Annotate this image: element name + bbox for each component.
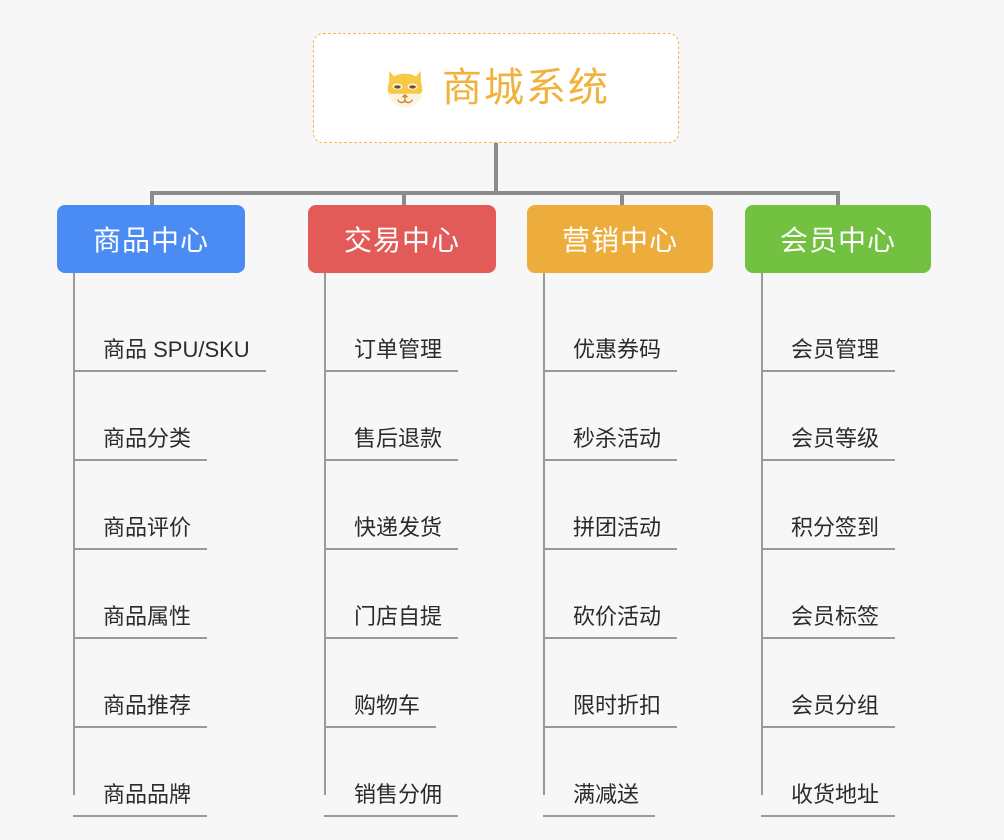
leaf-label: 砍价活动 <box>543 606 678 639</box>
branch-product-center: 商品中心 商品 SPU/SKU 商品分类 商品评价 商品属性 商品推荐 商品品牌 <box>57 205 307 817</box>
leaf-label: 商品推荐 <box>73 695 208 728</box>
leaf-item[interactable]: 快递发货 <box>308 461 526 550</box>
leaf-item[interactable]: 订单管理 <box>308 283 526 372</box>
leaf-item[interactable]: 商品分类 <box>57 372 307 461</box>
leaf-label: 订单管理 <box>324 339 459 372</box>
leaf-item[interactable]: 商品推荐 <box>57 639 307 728</box>
leaf-label: 会员等级 <box>761 428 896 461</box>
leaf-item[interactable]: 会员标签 <box>745 550 960 639</box>
leaf-label: 会员标签 <box>761 606 896 639</box>
leaf-item[interactable]: 优惠券码 <box>527 283 742 372</box>
leaf-item[interactable]: 门店自提 <box>308 550 526 639</box>
category-node-marketing-center[interactable]: 营销中心 <box>527 205 713 273</box>
leaf-label: 销售分佣 <box>324 784 459 817</box>
leaf-item[interactable]: 拼团活动 <box>527 461 742 550</box>
branch-marketing-center: 营销中心 优惠券码 秒杀活动 拼团活动 砍价活动 限时折扣 满减送 <box>527 205 742 817</box>
branch-member-center: 会员中心 会员管理 会员等级 积分签到 会员标签 会员分组 收货地址 <box>745 205 960 817</box>
category-node-transaction-center[interactable]: 交易中心 <box>308 205 496 273</box>
leaf-item[interactable]: 收货地址 <box>745 728 960 817</box>
category-node-member-center[interactable]: 会员中心 <box>745 205 931 273</box>
leaf-item[interactable]: 限时折扣 <box>527 639 742 728</box>
leaf-list-member-center: 会员管理 会员等级 积分签到 会员标签 会员分组 收货地址 <box>745 273 960 817</box>
leaf-label: 商品属性 <box>73 606 208 639</box>
leaf-item[interactable]: 砍价活动 <box>527 550 742 639</box>
leaf-item[interactable]: 会员等级 <box>745 372 960 461</box>
leaf-label: 快递发货 <box>324 517 459 550</box>
leaf-item[interactable]: 购物车 <box>308 639 526 728</box>
leaf-label: 会员管理 <box>761 339 896 372</box>
leaf-item[interactable]: 商品属性 <box>57 550 307 639</box>
leaf-label: 商品 SPU/SKU <box>73 339 266 372</box>
leaf-label: 商品分类 <box>73 428 208 461</box>
branch-transaction-center: 交易中心 订单管理 售后退款 快递发货 门店自提 购物车 销售分佣 <box>308 205 526 817</box>
leaf-list-product-center: 商品 SPU/SKU 商品分类 商品评价 商品属性 商品推荐 商品品牌 <box>57 273 307 817</box>
leaf-item[interactable]: 会员分组 <box>745 639 960 728</box>
connector-crossbar <box>150 191 840 195</box>
leaf-label: 购物车 <box>324 695 437 728</box>
category-node-product-center[interactable]: 商品中心 <box>57 205 245 273</box>
root-title: 商城系统 <box>442 66 610 110</box>
leaf-item[interactable]: 积分签到 <box>745 461 960 550</box>
leaf-label: 限时折扣 <box>543 695 678 728</box>
leaf-label: 会员分组 <box>761 695 896 728</box>
leaf-item[interactable]: 商品 SPU/SKU <box>57 283 307 372</box>
leaf-label: 拼团活动 <box>543 517 678 550</box>
leaf-item[interactable]: 商品评价 <box>57 461 307 550</box>
leaf-label: 秒杀活动 <box>543 428 678 461</box>
leaf-item[interactable]: 销售分佣 <box>308 728 526 817</box>
shiba-dog-icon <box>387 70 423 108</box>
leaf-list-marketing-center: 优惠券码 秒杀活动 拼团活动 砍价活动 限时折扣 满减送 <box>527 273 742 817</box>
connector-root-stem <box>494 143 498 193</box>
connector-drop-3 <box>620 191 624 205</box>
leaf-item[interactable]: 秒杀活动 <box>527 372 742 461</box>
leaf-label: 满减送 <box>543 784 656 817</box>
leaf-label: 门店自提 <box>324 606 459 639</box>
leaf-item[interactable]: 商品品牌 <box>57 728 307 817</box>
leaf-label: 售后退款 <box>324 428 459 461</box>
leaf-list-transaction-center: 订单管理 售后退款 快递发货 门店自提 购物车 销售分佣 <box>308 273 526 817</box>
leaf-item[interactable]: 会员管理 <box>745 283 960 372</box>
leaf-item[interactable]: 满减送 <box>527 728 742 817</box>
leaf-item[interactable]: 售后退款 <box>308 372 526 461</box>
leaf-label: 商品品牌 <box>73 784 208 817</box>
connector-drop-2 <box>402 191 406 205</box>
leaf-label: 商品评价 <box>73 517 208 550</box>
connector-drop-1 <box>150 191 154 205</box>
root-node[interactable]: 商城系统 <box>313 33 679 143</box>
connector-drop-4 <box>836 191 840 205</box>
leaf-label: 优惠券码 <box>543 339 678 372</box>
leaf-label: 积分签到 <box>761 517 896 550</box>
leaf-label: 收货地址 <box>761 784 896 817</box>
